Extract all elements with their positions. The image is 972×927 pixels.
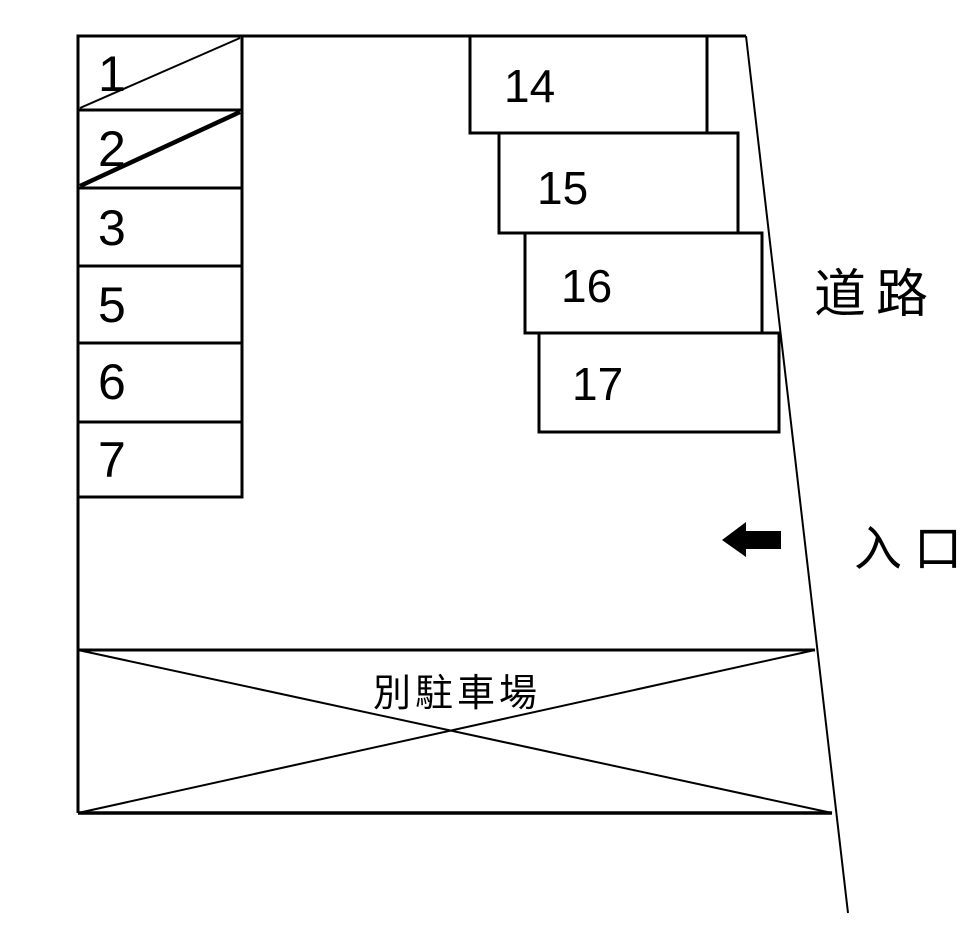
space-17-label: 17 <box>572 358 623 410</box>
space-15 <box>497 131 740 235</box>
space-5 <box>76 264 244 345</box>
space-14-label: 14 <box>504 60 555 112</box>
annex-parking-area: 別駐車場 <box>77 648 833 815</box>
entrance-label: 入口 <box>854 523 972 576</box>
space-1-label: 1 <box>98 46 126 102</box>
left-parking-column: 1 2 3 5 6 7 <box>76 34 244 499</box>
road-slant-line <box>745 35 849 914</box>
space-7-label: 7 <box>98 432 126 488</box>
space-16 <box>523 231 764 335</box>
road-label: 道路 <box>814 266 938 324</box>
space-1-cross-line <box>79 37 241 109</box>
space-3 <box>76 186 244 268</box>
entrance-left-arrow-icon <box>722 522 781 557</box>
space-6 <box>76 341 244 424</box>
space-17 <box>537 331 781 434</box>
right-parking-column: 14 15 16 17 <box>468 34 781 434</box>
space-15-label: 15 <box>537 162 588 214</box>
space-5-label: 5 <box>98 277 126 333</box>
annex-parking-label: 別駐車場 <box>373 673 541 715</box>
space-14 <box>468 34 709 135</box>
space-16-label: 16 <box>561 260 612 312</box>
annex-x-line-2 <box>77 649 816 814</box>
annex-x-line-1 <box>77 649 833 814</box>
space-6-label: 6 <box>98 354 126 410</box>
space-2-label: 2 <box>98 121 126 177</box>
space-2-cross-line <box>79 109 241 189</box>
space-7 <box>76 420 244 499</box>
space-3-label: 3 <box>98 200 126 256</box>
